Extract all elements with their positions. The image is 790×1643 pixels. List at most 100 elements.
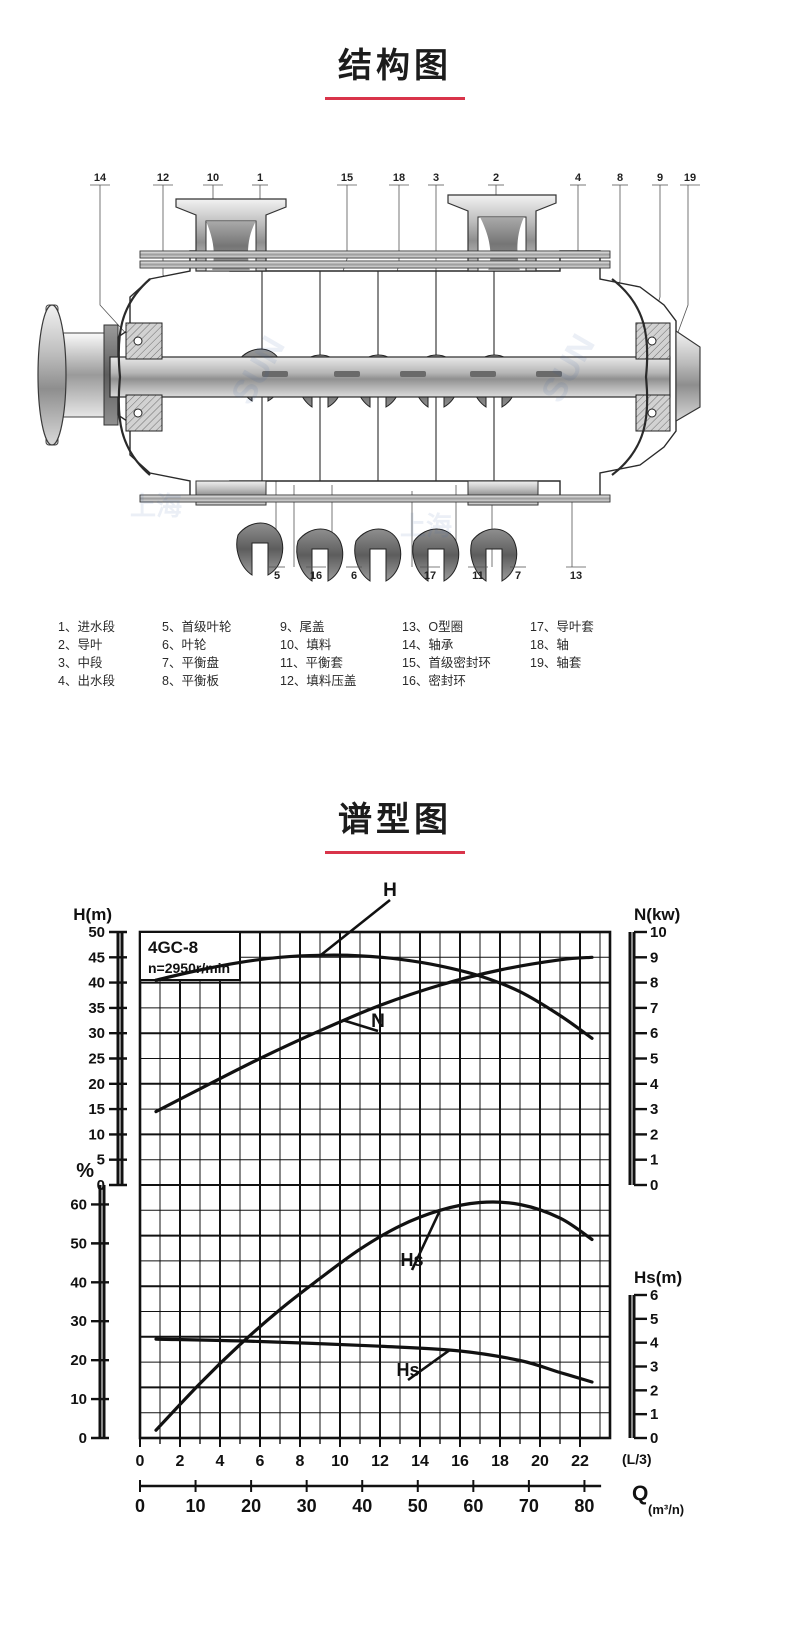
chart-title: 4GC-8: [148, 938, 198, 957]
svg-text:14: 14: [411, 1453, 429, 1470]
annotation-hs: Hs: [396, 1360, 419, 1380]
coupling: [37, 304, 67, 446]
svg-text:12: 12: [371, 1453, 389, 1470]
annotation-efficiency-pointer: Hs: [400, 1250, 423, 1270]
svg-text:12: 12: [157, 172, 169, 184]
callout-8: 8: [612, 172, 628, 186]
svg-text:4: 4: [216, 1453, 225, 1470]
svg-text:0: 0: [136, 1453, 145, 1470]
curve-hs: [154, 1337, 594, 1384]
callout-18: 18: [389, 172, 409, 186]
svg-text:30: 30: [297, 1496, 317, 1516]
part-item-17: 17、导叶套: [530, 620, 594, 634]
y-axis-head-label: H(m): [73, 905, 112, 924]
callout-4: 4: [570, 172, 586, 186]
callout-7: 7: [510, 566, 526, 582]
svg-text:30: 30: [88, 1025, 105, 1042]
svg-text:10: 10: [331, 1453, 349, 1470]
svg-text:60: 60: [70, 1196, 87, 1213]
svg-text:9: 9: [657, 172, 663, 184]
y-axis-head: 05101520253035404550: [88, 924, 127, 1194]
svg-text:19: 19: [684, 172, 696, 184]
title-underline-structure: [325, 97, 465, 100]
svg-text:50: 50: [408, 1496, 428, 1516]
svg-text:10: 10: [186, 1496, 206, 1516]
svg-text:3: 3: [650, 1359, 658, 1376]
svg-text:1: 1: [650, 1152, 658, 1169]
structure-section-header: 结构图: [0, 38, 790, 100]
part-item-11: 11、平衡套: [280, 656, 343, 670]
svg-text:45: 45: [88, 949, 105, 966]
svg-text:35: 35: [88, 1000, 105, 1017]
page-title-structure: 结构图: [338, 47, 452, 85]
part-item-1: 1、进水段: [58, 620, 115, 634]
svg-text:2: 2: [176, 1453, 185, 1470]
svg-text:8: 8: [650, 975, 658, 992]
part-item-8: 8、平衡板: [162, 674, 219, 688]
structure-diagram: 上海 SUN SUN 上海 14 12 10 1 15 18 3 2 4 8 9…: [0, 155, 790, 595]
part-item-3: 3、中段: [58, 656, 103, 670]
shaft: [109, 356, 671, 398]
part-item-7: 7、平衡盘: [162, 656, 219, 670]
parts-legend: 1、进水段 2、导叶 3、中段 4、出水段 5、首级叶轮 6、叶轮 7、平衡盘 …: [58, 618, 748, 690]
svg-text:18: 18: [393, 172, 405, 184]
y-axis-suction-label: Hs(m): [634, 1268, 682, 1287]
callout-14: 14: [90, 172, 110, 186]
part-item-4: 4、出水段: [58, 674, 115, 688]
svg-text:6: 6: [650, 1025, 658, 1042]
svg-text:20: 20: [241, 1496, 261, 1516]
svg-text:4: 4: [650, 1335, 659, 1352]
callout-13: 13: [566, 566, 586, 582]
svg-text:2: 2: [650, 1382, 658, 1399]
svg-text:3: 3: [433, 172, 439, 184]
svg-text:22: 22: [571, 1453, 589, 1470]
chart-subtitle: n=2950r/min: [148, 960, 230, 976]
svg-text:10: 10: [650, 924, 667, 941]
svg-text:7: 7: [650, 1000, 658, 1017]
svg-text:25: 25: [88, 1051, 105, 1068]
callout-16: 16: [306, 566, 326, 582]
svg-text:40: 40: [70, 1274, 87, 1291]
x-axis-flow-symbol: Q: [632, 1482, 648, 1505]
svg-text:8: 8: [617, 172, 623, 184]
svg-text:0: 0: [650, 1177, 658, 1194]
svg-text:上海: 上海: [400, 511, 452, 541]
svg-text:4: 4: [650, 1076, 659, 1093]
svg-text:50: 50: [70, 1235, 87, 1252]
y-axis-efficiency-label: %: [76, 1160, 94, 1182]
curve-n: [154, 955, 594, 1114]
svg-text:18: 18: [491, 1453, 509, 1470]
svg-text:13: 13: [570, 570, 582, 582]
part-item-18: 18、轴: [530, 638, 569, 652]
svg-text:5: 5: [274, 570, 280, 582]
callout-numbers-top: 14 12 10 1 15 18 3 2 4 8 9 19: [90, 172, 700, 186]
parts-legend-col-5: 17、导叶套 18、轴 19、轴套: [530, 618, 648, 690]
svg-text:20: 20: [531, 1453, 549, 1470]
svg-text:0: 0: [79, 1430, 87, 1447]
svg-text:40: 40: [88, 975, 105, 992]
annotation-h: H: [383, 880, 397, 901]
svg-text:5: 5: [97, 1152, 105, 1169]
callout-2: 2: [488, 172, 504, 186]
pump-cutaway-body: [37, 194, 701, 582]
svg-text:16: 16: [310, 570, 322, 582]
bearing-housing-right: [635, 322, 671, 432]
callout-6: 6: [346, 566, 362, 582]
part-item-15: 15、首级密封环: [402, 656, 491, 670]
part-item-14: 14、轴承: [402, 638, 454, 652]
page-title-spectrum: 谱型图: [338, 801, 452, 839]
svg-text:50: 50: [88, 924, 105, 941]
svg-text:上海: 上海: [130, 491, 182, 521]
callout-1: 1: [252, 172, 268, 186]
annotation-n: N: [371, 1011, 385, 1032]
svg-text:6: 6: [351, 570, 357, 582]
svg-text:10: 10: [88, 1126, 105, 1143]
svg-text:40: 40: [352, 1496, 372, 1516]
part-item-16: 16、密封环: [402, 674, 466, 688]
callout-11: 11: [468, 566, 488, 582]
svg-text:10: 10: [70, 1391, 87, 1408]
